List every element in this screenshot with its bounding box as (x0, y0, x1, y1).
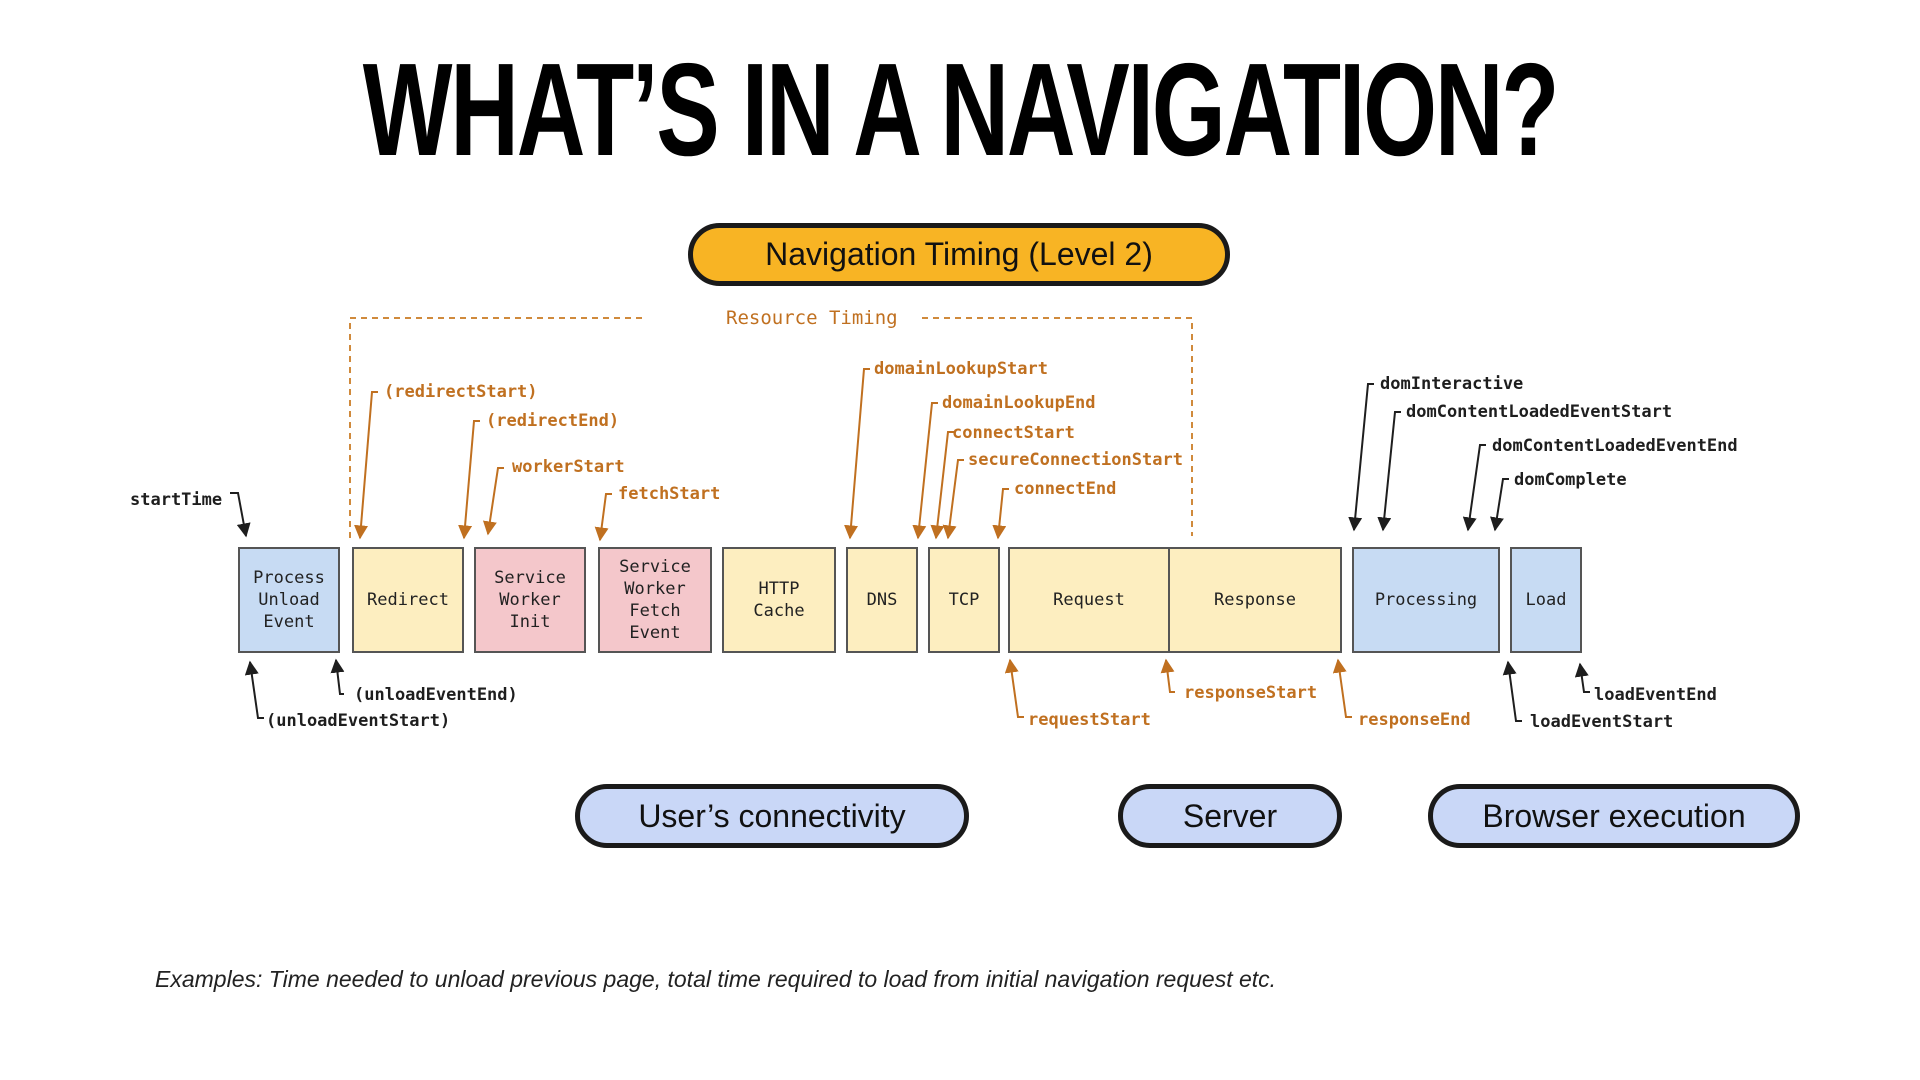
fetch-start-label: fetchStart (618, 484, 721, 504)
server-badge: Server (1118, 784, 1342, 848)
process-unload-event-box: Process Unload Event (238, 547, 340, 653)
redirect-end-label: (redirectEnd) (486, 411, 620, 431)
top-dark-arrows (230, 383, 1509, 538)
processing-box: Processing (1352, 547, 1500, 653)
response-start-label: responseStart (1184, 683, 1318, 703)
footnote: Examples: Time needed to unload previous… (155, 966, 1277, 992)
service-worker-init-box: Service Worker Init (474, 547, 586, 653)
unload-event-end-label: (unloadEventEnd) (354, 685, 518, 705)
response-box: Response (1168, 547, 1342, 653)
navigation-timing-badge: Navigation Timing (Level 2) (688, 223, 1230, 286)
dns-box: DNS (846, 547, 918, 653)
service-worker-fetch-event-box: Service Worker Fetch Event (598, 547, 712, 653)
bottom-dark-arrows (244, 658, 1590, 722)
resource-timing-bracket (349, 317, 1193, 538)
load-event-start-label: loadEventStart (1530, 712, 1674, 732)
load-event-end-label: loadEventEnd (1594, 685, 1717, 705)
worker-start-label: workerStart (512, 457, 625, 477)
dom-complete-label: domComplete (1514, 470, 1627, 490)
domain-lookup-end-label: domainLookupEnd (942, 393, 1096, 413)
top-orange-arrows (354, 368, 1009, 542)
resource-timing-label: Resource Timing (726, 307, 898, 329)
users-connectivity-badge: User’s connectivity (575, 784, 969, 848)
page-title: WHAT’S IN A NAVIGATION? (362, 36, 1560, 183)
connect-start-label: connectStart (952, 423, 1075, 443)
dom-content-loaded-event-start-label: domContentLoadedEventStart (1406, 402, 1673, 422)
redirect-box: Redirect (352, 547, 464, 653)
response-end-label: responseEnd (1358, 710, 1471, 730)
start-time-label: startTime (130, 490, 223, 510)
connect-end-label: connectEnd (1014, 479, 1117, 499)
load-box: Load (1510, 547, 1582, 653)
secure-connection-start-label: secureConnectionStart (968, 450, 1183, 470)
request-box: Request (1008, 547, 1170, 653)
tcp-box: TCP (928, 547, 1000, 653)
domain-lookup-start-label: domainLookupStart (874, 359, 1048, 379)
dom-interactive-label: domInteractive (1380, 374, 1524, 394)
request-start-label: requestStart (1028, 710, 1151, 730)
redirect-start-label: (redirectStart) (384, 382, 538, 402)
unload-event-start-label: (unloadEventStart) (266, 711, 451, 731)
http-cache-box: HTTP Cache (722, 547, 836, 653)
dom-content-loaded-event-end-label: domContentLoadedEventEnd (1492, 436, 1738, 456)
browser-execution-badge: Browser execution (1428, 784, 1800, 848)
bottom-orange-arrows (1004, 658, 1352, 718)
